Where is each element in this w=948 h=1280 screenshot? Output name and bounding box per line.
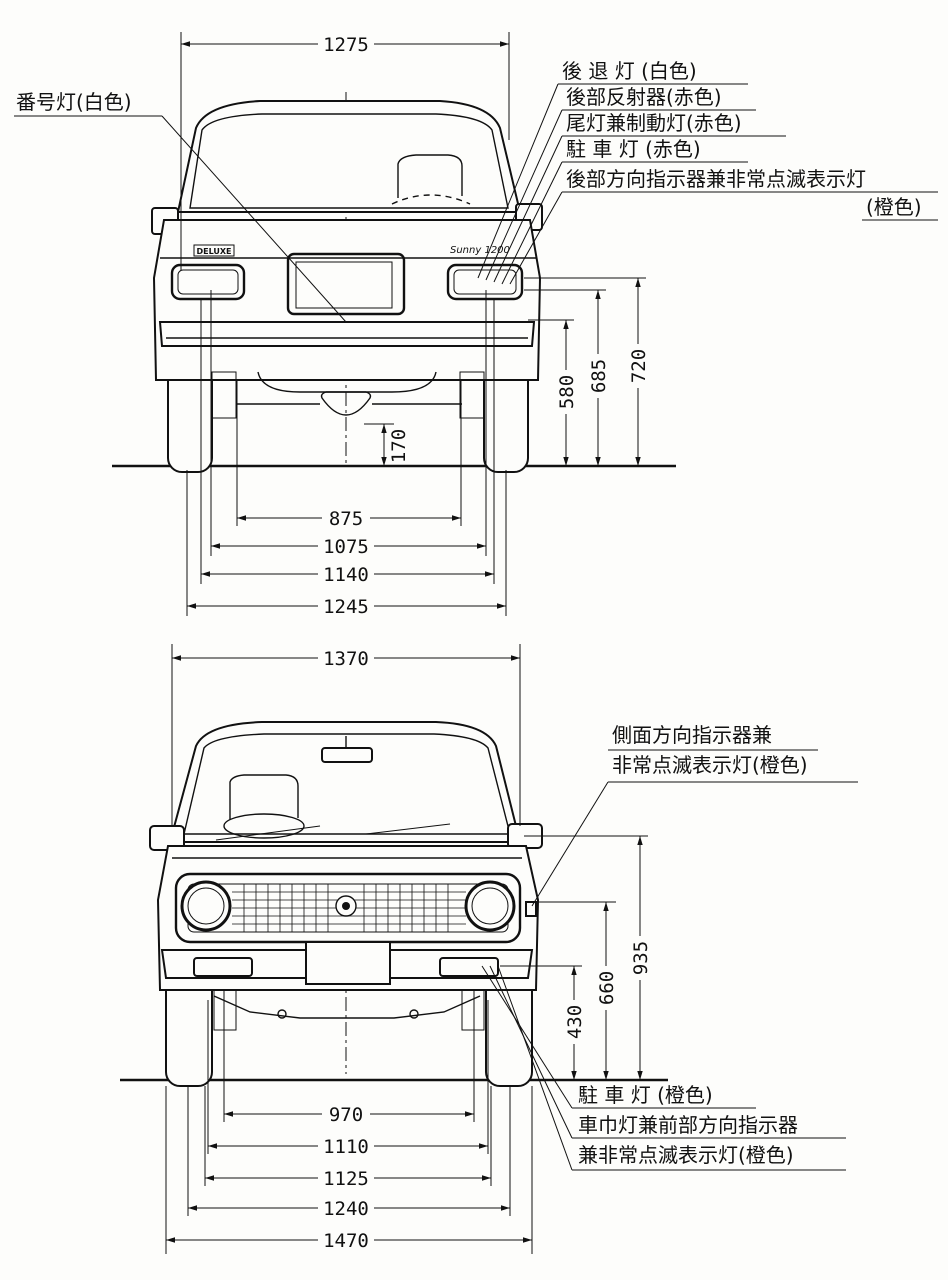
front-left-parking-lamp (193, 957, 253, 977)
grille-bars (232, 884, 466, 932)
wiper-right (365, 823, 451, 835)
rear-cabin (176, 100, 522, 213)
front-dimensions: 1370 970 1110 1125 1240 1470 430 (165, 644, 668, 1254)
dim-1470: 1470 (323, 1230, 369, 1252)
label-side-turn-1: 側面方向指示器兼 (612, 723, 772, 747)
front-windshield (183, 733, 511, 835)
label-rear-reflector: 後部反射器(赤色) (566, 85, 722, 109)
rear-seat-outline (397, 154, 463, 198)
front-view (120, 721, 668, 1087)
right-headlight (464, 880, 516, 932)
model-badge: Sunny 1200 (450, 245, 510, 256)
label-tail-stop-lamp: 尾灯兼制動灯(赤色) (566, 111, 742, 135)
label-rear-turn-hazard-2: (橙色) (866, 195, 922, 219)
label-side-turn-2: 非常点滅表示灯(橙色) (612, 753, 808, 777)
rear-left-tail-lamp (170, 263, 246, 301)
dim-720: 720 (628, 349, 650, 383)
dim-935: 935 (630, 941, 652, 975)
dim-1245: 1245 (323, 596, 369, 618)
dim-875: 875 (329, 508, 363, 530)
front-suspension (213, 995, 481, 1019)
front-license-plate (305, 941, 391, 985)
rear-differential (320, 391, 372, 416)
dim-580: 580 (556, 375, 578, 409)
rear-license-plate (286, 252, 406, 316)
label-parking-lamp-rear: 駐 車 灯 (赤色) (566, 137, 701, 161)
deluxe-badge: DELUXE (196, 247, 231, 256)
dim-1140: 1140 (323, 564, 369, 586)
rear-bumper (158, 321, 536, 347)
rear-window (189, 113, 509, 209)
front-cabin (168, 721, 522, 843)
deluxe-badge-box (193, 244, 235, 257)
front-seat (229, 774, 299, 820)
label-reverse-lamp: 後 退 灯 (白色) (562, 59, 697, 83)
dim-430: 430 (564, 1005, 586, 1039)
dim-1240: 1240 (323, 1198, 369, 1220)
dim-1075: 1075 (323, 536, 369, 558)
front-right-parking-lamp (439, 957, 499, 977)
dim-1275: 1275 (323, 34, 369, 56)
dim-1110: 1110 (323, 1136, 369, 1158)
label-clearance-turn-1: 車巾灯兼前部方向指示器 (578, 1113, 798, 1137)
side-turn-lamp (525, 901, 537, 917)
rearview-mirror (321, 747, 373, 763)
left-headlight (180, 880, 232, 932)
front-labels: 側面方向指示器兼 非常点滅表示灯(橙色) 駐 車 灯 (橙色) 車巾灯兼前部方向… (481, 723, 858, 1171)
wiper-left (215, 825, 321, 841)
dim-970: 970 (329, 1104, 363, 1126)
label-parking-lamp-front: 駐 車 灯 (橙色) (578, 1083, 713, 1107)
rear-labels: 番号灯(白色) 後 退 灯 (白色) 後部反射器(赤色) 尾灯兼制動灯(赤色) … (14, 59, 938, 323)
label-license-lamp: 番号灯(白色) (16, 90, 132, 114)
rear-dimensions: 1275 875 1075 1140 1245 170 580 (180, 32, 676, 618)
steering-wheel (223, 813, 305, 839)
rear-right-tail-lamp (446, 263, 524, 301)
label-clearance-turn-2: 兼非常点滅表示灯(橙色) (578, 1143, 794, 1167)
rear-view: DELUXE Sunny 1200 (112, 92, 676, 473)
dim-685: 685 (588, 359, 610, 393)
dim-660: 660 (596, 971, 618, 1005)
label-rear-turn-hazard-1: 後部方向指示器兼非常点滅表示灯 (566, 167, 866, 191)
dim-1370: 1370 (323, 648, 369, 670)
dim-1125: 1125 (323, 1168, 369, 1190)
dim-170: 170 (388, 429, 410, 463)
